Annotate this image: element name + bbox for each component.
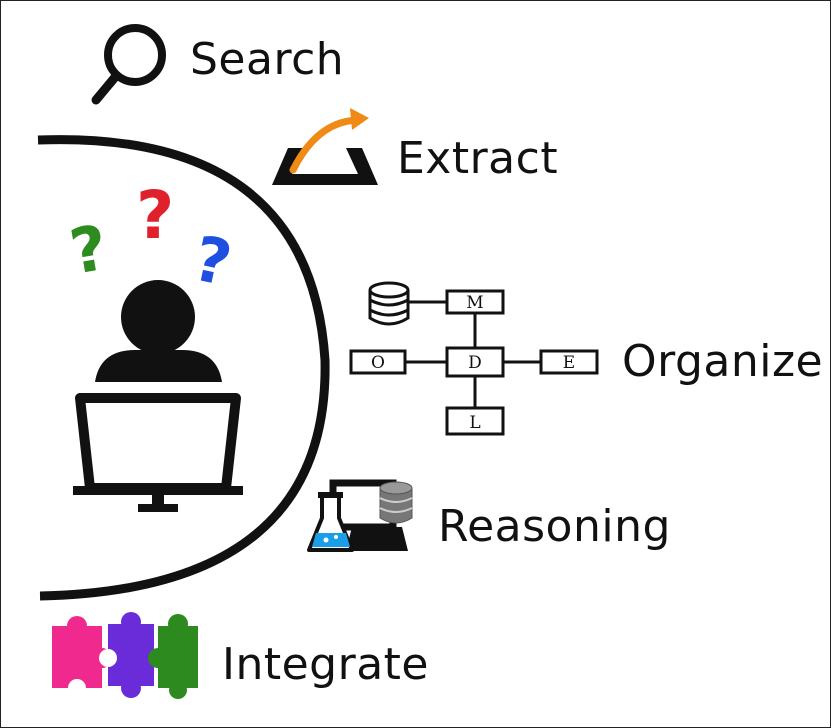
node-m-label: M	[466, 293, 483, 313]
integrate-label: Integrate	[222, 639, 429, 690]
puzzle-piece-pink	[52, 616, 112, 697]
user-at-computer-icon	[73, 280, 243, 512]
node-l-label: L	[469, 413, 480, 433]
node-l-box	[445, 406, 505, 436]
organize-network-icon: M O D E L	[349, 281, 599, 436]
search-label: Search	[190, 34, 345, 85]
puzzle-piece-green	[148, 614, 198, 699]
node-o-box	[349, 349, 407, 375]
extract-label: Extract	[397, 133, 559, 184]
node-e-label: E	[563, 353, 575, 373]
magnifier-icon	[91, 24, 166, 105]
puzzle-piece-purple	[99, 612, 154, 698]
node-e-box	[539, 349, 599, 375]
node-d-box	[445, 346, 505, 378]
node-d-label: D	[468, 353, 482, 373]
user-boundary-arc	[37, 135, 330, 601]
reasoning-label: Reasoning	[438, 501, 671, 552]
node-o-label: O	[371, 353, 385, 373]
organize-label: Organize	[622, 336, 824, 387]
flask-icon	[307, 492, 354, 552]
question-mark-center: ?	[136, 177, 174, 254]
lab-computer-icon	[307, 479, 413, 552]
database-icon	[368, 281, 410, 326]
question-mark-left: ?	[65, 211, 113, 289]
question-mark-right: ?	[187, 222, 237, 301]
puzzle-pieces-icon	[52, 612, 198, 699]
node-m-box	[445, 289, 505, 315]
server-stack-icon	[379, 481, 413, 524]
extract-tray-icon	[272, 108, 378, 185]
